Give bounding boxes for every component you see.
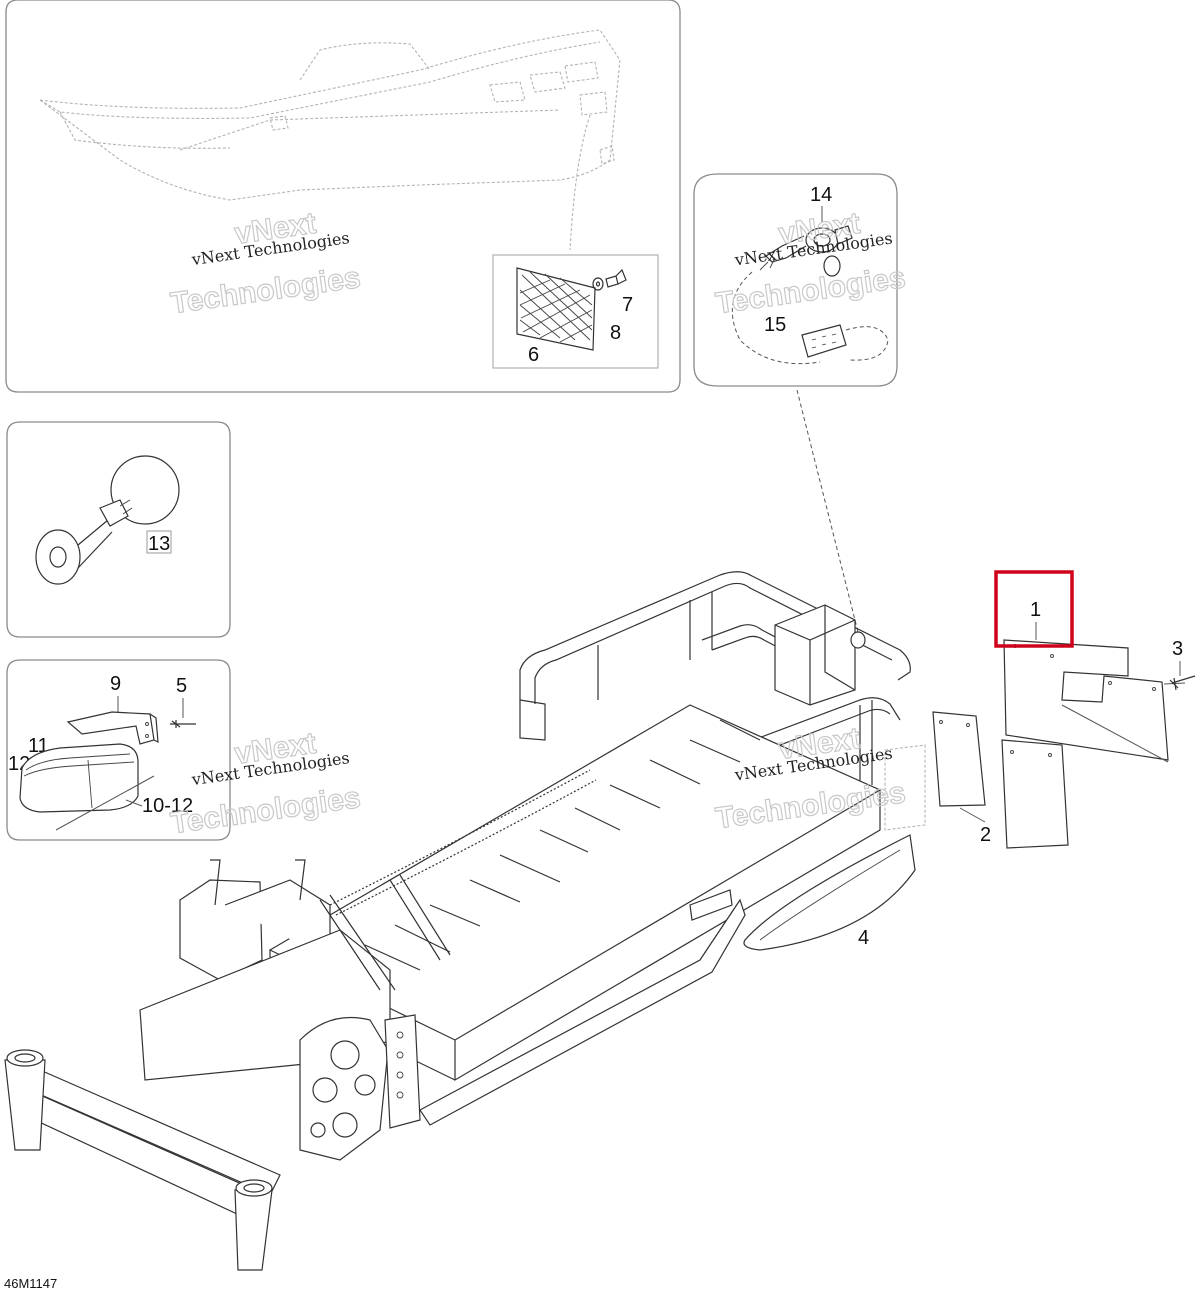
callout-7: 7 [622, 294, 633, 316]
bracket-part [66, 711, 159, 745]
reflector-part [516, 267, 596, 351]
seat-cushion-part [19, 743, 139, 813]
callout-14: 14 [810, 184, 832, 206]
panel-seat-bracket: 9 5 11 12 10-12 [6, 659, 231, 841]
callout-1: 1 [1030, 599, 1041, 621]
vehicle-rear-sketch [38, 29, 621, 251]
panel-horn: 13 [6, 421, 231, 638]
screw-3-part [1169, 675, 1196, 691]
callout-9: 9 [110, 673, 121, 695]
screw-washer-parts [592, 268, 627, 291]
screw-part [170, 720, 196, 728]
callout-6: 6 [528, 344, 539, 366]
frame-assembly [4, 571, 911, 1271]
callout-13: 13 [148, 533, 170, 555]
connector-part [801, 324, 847, 358]
figure-code: 46M1147 [4, 1276, 57, 1291]
callout-2: 2 [980, 824, 991, 846]
panel-key-switch: 14 15 [693, 173, 898, 387]
key-switch-part [759, 225, 853, 277]
highlight-box [994, 570, 1074, 648]
callout-10-12: 10-12 [142, 795, 193, 817]
panel-rear-reflector: 7 8 6 [5, 0, 681, 393]
callout-4: 4 [858, 927, 869, 949]
mud-flaps-part [884, 711, 1069, 849]
side-reflector-part [743, 834, 916, 951]
callout-8: 8 [610, 322, 621, 344]
callout-5: 5 [176, 675, 187, 697]
flap-part [1003, 639, 1186, 763]
horn-part [35, 455, 180, 585]
key-panel-leader [796, 389, 859, 633]
callout-3: 3 [1172, 638, 1183, 660]
callout-15: 15 [764, 314, 786, 336]
